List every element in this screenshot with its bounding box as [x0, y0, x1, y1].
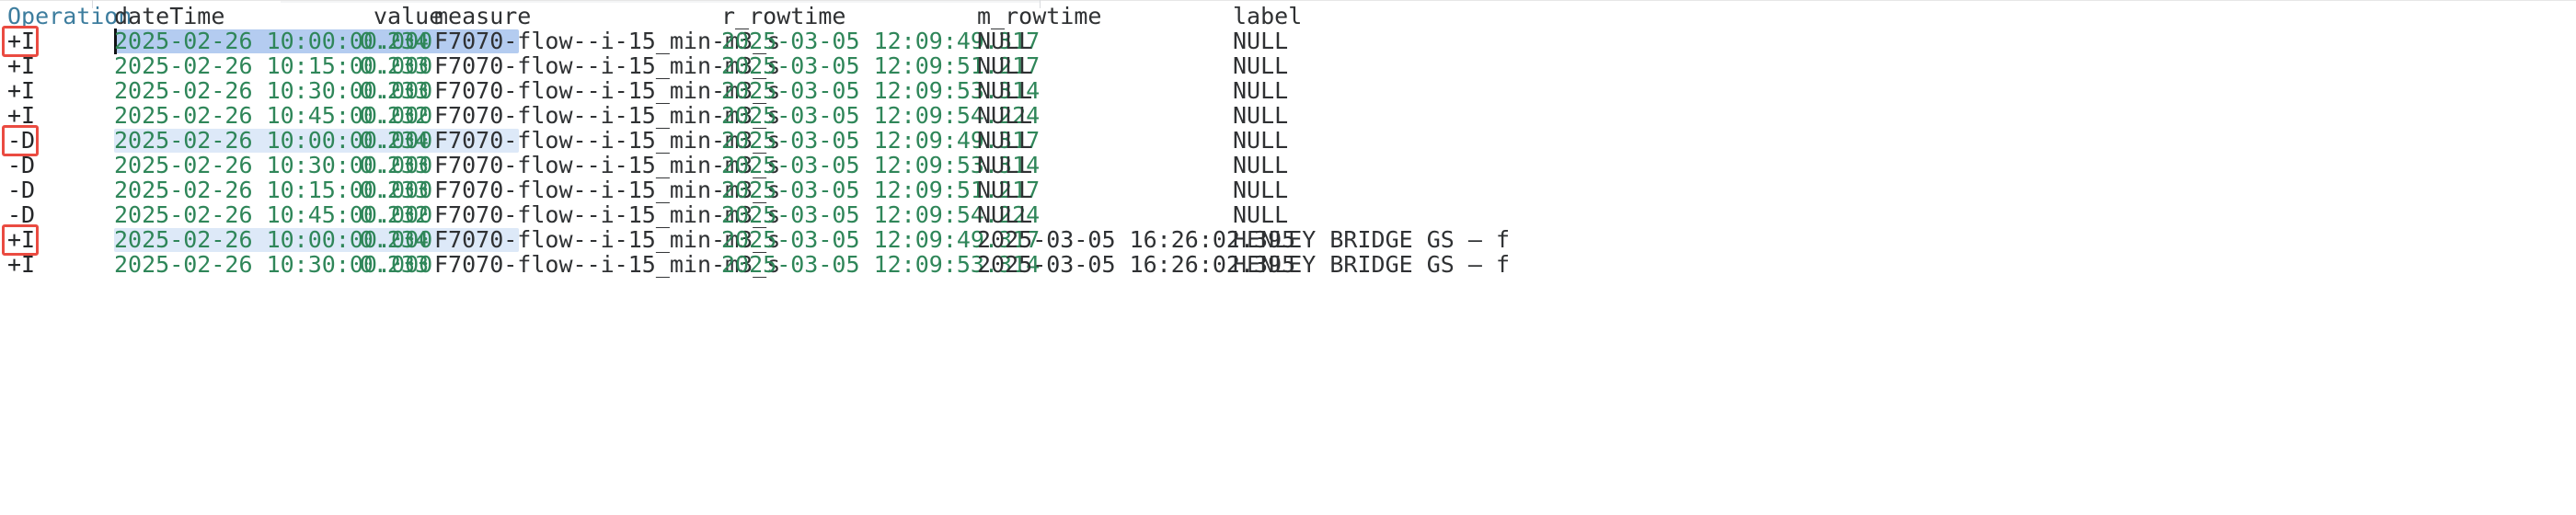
- cell-r-rowtime: 2025-03-05 12:09:54.224: [721, 201, 1041, 228]
- cell-label: NULL: [1233, 127, 1289, 154]
- column-header-r-rowtime[interactable]: r_rowtime: [721, 3, 846, 29]
- cell-m-rowtime: NULL: [977, 77, 1033, 104]
- cell-operation: +I: [7, 226, 36, 253]
- table-header-row: Operation dateTime value measure r_rowti…: [0, 4, 2576, 29]
- cell-operation: +I: [7, 52, 36, 79]
- cell-label: NULL: [1233, 201, 1289, 228]
- cell-measure: F7070-flow--i-15_min-m3_s: [434, 201, 781, 228]
- cell-operation: +I: [7, 251, 36, 278]
- cell-operation: +I: [7, 77, 36, 104]
- cell-label: NULL: [1233, 52, 1289, 79]
- selection-highlight: [114, 29, 520, 53]
- cell-datetime: 2025-02-26 10:15:00.000: [114, 177, 433, 203]
- cell-label: NULL: [1233, 28, 1289, 54]
- cell-operation: +I: [7, 28, 36, 54]
- cell-measure: F7070-flow--i-15_min-m3_s: [434, 226, 781, 253]
- column-header-label[interactable]: label: [1233, 3, 1303, 29]
- cell-datetime: 2025-02-26 10:30:00.000: [114, 152, 433, 178]
- cell-datetime: 2025-02-26 10:00:00.000: [114, 127, 433, 154]
- cell-m-rowtime: NULL: [977, 127, 1033, 154]
- cell-m-rowtime: NULL: [977, 152, 1033, 178]
- cell-r-rowtime: 2025-03-05 12:09:51.217: [721, 177, 1041, 203]
- cell-m-rowtime: NULL: [977, 102, 1033, 129]
- cell-r-rowtime: 2025-03-05 12:09:53.314: [721, 152, 1041, 178]
- cell-datetime: 2025-02-26 10:30:00.000: [114, 251, 433, 278]
- cell-m-rowtime: NULL: [977, 28, 1033, 54]
- cell-value: 0.234: [359, 127, 430, 154]
- cell-measure: F7070-flow--i-15_min-m3_s: [434, 28, 781, 54]
- cell-m-rowtime: NULL: [977, 201, 1033, 228]
- cell-value: 0.234: [359, 28, 430, 54]
- cell-r-rowtime: 2025-03-05 12:09:53.314: [721, 77, 1041, 104]
- cell-operation: -D: [7, 177, 36, 203]
- column-header-m-rowtime[interactable]: m_rowtime: [977, 3, 1102, 29]
- cell-datetime: 2025-02-26 10:00:00.000: [114, 28, 433, 54]
- window-top-rule-fill: [281, 1, 1040, 3]
- cell-measure: F7070-flow--i-15_min-m3_s: [434, 251, 781, 278]
- cell-operation: -D: [7, 127, 36, 154]
- column-header-datetime[interactable]: dateTime: [114, 3, 225, 29]
- cell-operation: -D: [7, 201, 36, 228]
- cell-m-rowtime: 2025-03-05 16:26:02.395: [977, 226, 1296, 253]
- cell-datetime: 2025-02-26 10:30:00.000: [114, 77, 433, 104]
- cell-label: NULL: [1233, 102, 1289, 129]
- selection-highlight: [114, 228, 520, 252]
- cell-measure: F7070-flow--i-15_min-m3_s: [434, 102, 781, 129]
- cell-datetime: 2025-02-26 10:45:00.000: [114, 102, 433, 129]
- cell-r-rowtime: 2025-03-05 12:09:53.314: [721, 251, 1041, 278]
- cell-r-rowtime: 2025-03-05 12:09:49.317: [721, 28, 1041, 54]
- cell-m-rowtime: 2025-03-05 16:26:02.395: [977, 251, 1296, 278]
- cell-datetime: 2025-02-26 10:45:00.000: [114, 201, 433, 228]
- cell-datetime: 2025-02-26 10:15:00.000: [114, 52, 433, 79]
- pane-divider-left: [92, 0, 93, 8]
- cell-label: HENLEY BRIDGE GS – f: [1233, 251, 1511, 278]
- cell-measure: F7070-flow--i-15_min-m3_s: [434, 52, 781, 79]
- cell-r-rowtime: 2025-03-05 12:09:49.317: [721, 226, 1041, 253]
- cell-datetime: 2025-02-26 10:00:00.000: [114, 226, 433, 253]
- column-header-operation[interactable]: Operation: [7, 3, 132, 29]
- cell-measure: F7070-flow--i-15_min-m3_s: [434, 152, 781, 178]
- cell-value: 0.233: [359, 77, 430, 104]
- cell-value: 0.232: [359, 102, 430, 129]
- cell-operation: +I: [7, 102, 36, 129]
- selection-highlight: [114, 129, 520, 153]
- cell-measure: F7070-flow--i-15_min-m3_s: [434, 177, 781, 203]
- cell-value: 0.233: [359, 52, 430, 79]
- cell-measure: F7070-flow--i-15_min-m3_s: [434, 127, 781, 154]
- cell-value: 0.233: [359, 251, 430, 278]
- cell-measure: F7070-flow--i-15_min-m3_s: [434, 77, 781, 104]
- cell-r-rowtime: 2025-03-05 12:09:54.224: [721, 102, 1041, 129]
- cell-value: 0.233: [359, 177, 430, 203]
- cell-label: NULL: [1233, 152, 1289, 178]
- cell-value: 0.234: [359, 226, 430, 253]
- cell-value: 0.233: [359, 152, 430, 178]
- cell-label: NULL: [1233, 77, 1289, 104]
- cell-m-rowtime: NULL: [977, 177, 1033, 203]
- cell-r-rowtime: 2025-03-05 12:09:51.217: [721, 52, 1041, 79]
- column-header-value[interactable]: value: [374, 3, 443, 29]
- cell-value: 0.232: [359, 201, 430, 228]
- pane-divider-right: [1040, 0, 1041, 8]
- window-top-rule: [0, 0, 2576, 1]
- text-caret: [114, 29, 117, 54]
- cell-operation: -D: [7, 152, 36, 178]
- cell-m-rowtime: NULL: [977, 52, 1033, 79]
- column-header-measure[interactable]: measure: [434, 3, 532, 29]
- cell-r-rowtime: 2025-03-05 12:09:49.317: [721, 127, 1041, 154]
- cell-label: NULL: [1233, 177, 1289, 203]
- cell-label: HENLEY BRIDGE GS – f: [1233, 226, 1511, 253]
